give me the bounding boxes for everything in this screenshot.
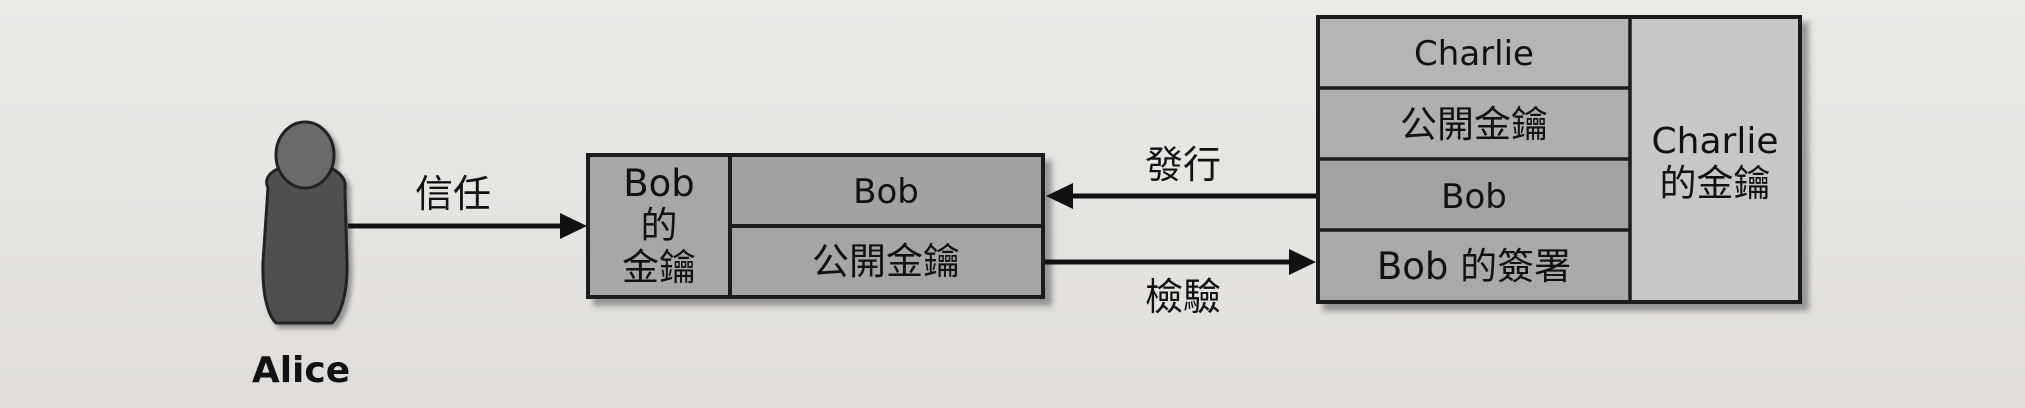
bob-key-label-3: 金鑰 xyxy=(622,246,696,289)
charlie-certificate xyxy=(1316,15,1802,304)
bob-subject-cell xyxy=(728,153,1045,228)
verify-arrow xyxy=(1045,249,1316,275)
charlie-key-label-1: Charlie xyxy=(1652,121,1779,162)
bob-certificate xyxy=(586,153,1045,299)
charlie-signature-cell xyxy=(1318,230,1630,302)
bob-public-key-text: 公開金鑰 xyxy=(812,240,960,283)
bob-key-label-2: 的 xyxy=(641,204,678,247)
verify-label: 檢驗 xyxy=(1145,275,1221,319)
charlie-subject-cell xyxy=(1318,17,1630,88)
charlie-subject-text: Charlie xyxy=(1414,34,1534,74)
charlie-issued-to-text: Bob xyxy=(1441,177,1507,217)
charlie-issued-to-cell xyxy=(1318,159,1630,230)
charlie-signature-text: Bob 的簽署 xyxy=(1377,245,1571,288)
charlie-public-key-text: 公開金鑰 xyxy=(1400,103,1548,146)
bob-key-label-1: Bob xyxy=(623,162,695,205)
trust-label: 信任 xyxy=(415,172,491,216)
alice-label: Alice xyxy=(252,350,350,391)
charlie-key-label-2: 的金鑰 xyxy=(1660,162,1771,205)
person-icon xyxy=(261,120,349,325)
charlie-public-key-cell xyxy=(1318,88,1630,159)
bob-public-key-cell xyxy=(728,224,1045,299)
trust-arrow xyxy=(348,213,587,239)
charlie-key-cell xyxy=(1630,17,1800,302)
bob-subject-text: Bob xyxy=(853,172,919,212)
issue-label: 發行 xyxy=(1145,143,1221,187)
issue-arrow xyxy=(1046,183,1316,209)
